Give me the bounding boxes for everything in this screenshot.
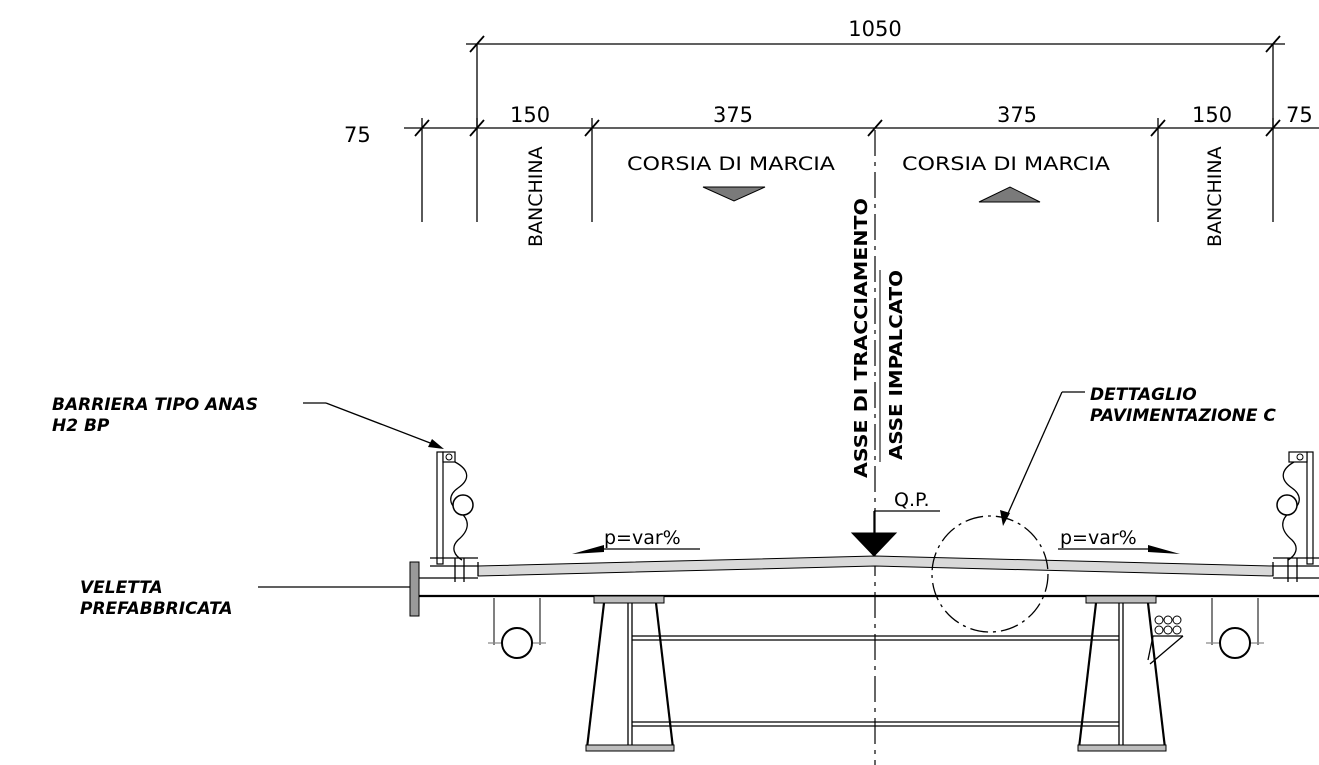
partial-dimensions: 75 150 375 375 150 75	[344, 103, 1319, 222]
axis-tracing-label: ASSE DI TRACCIAMENTO	[851, 198, 872, 478]
callout-detail: DETTAGLIO PAVIMENTAZIONE C	[1000, 385, 1276, 526]
pipe-left	[488, 598, 546, 659]
dim-right-edge: 75	[1286, 103, 1313, 127]
dim-total: 1050	[848, 17, 901, 41]
girder-right	[1077, 595, 1167, 752]
lane-left-label: CORSIA DI MARCIA	[627, 153, 835, 175]
overall-dimension: 1050	[466, 17, 1285, 130]
slope-right-label: p=var%	[1060, 527, 1137, 549]
dim-left-edge: 75	[344, 123, 371, 147]
barrier-right	[1273, 451, 1319, 582]
dim-right-shoulder: 150	[1192, 103, 1232, 127]
lane-labels: BANCHINA BANCHINA CORSIA DI MARCIA CORSI…	[525, 146, 1226, 247]
detail-callout-line2: PAVIMENTAZIONE C	[1090, 406, 1276, 426]
deck-slab	[417, 555, 1319, 598]
slope-indicators: p=var% p=var%	[572, 527, 1180, 554]
slope-left-label: p=var%	[604, 527, 681, 549]
veletta-callout-line1: VELETTA	[80, 578, 163, 598]
lane-right-label: CORSIA DI MARCIA	[902, 153, 1110, 175]
qp-marker	[850, 532, 898, 557]
veletta-panel	[409, 561, 420, 617]
detail-circle	[931, 515, 1049, 633]
lane-left-direction-arrow	[702, 186, 766, 202]
lane-right-direction-arrow	[978, 186, 1041, 203]
detail-callout-line1: DETTAGLIO	[1090, 385, 1197, 405]
cable-tray	[1147, 615, 1184, 665]
cross-bracing	[632, 635, 1119, 727]
callout-veletta: VELETTA PREFABBRICATA	[80, 578, 410, 619]
qp-label: Q.P.	[894, 489, 930, 511]
axis-deck-label: ASSE IMPALCATO	[886, 270, 907, 460]
shoulder-right-label: BANCHINA	[1204, 146, 1226, 247]
girder-left	[585, 595, 675, 752]
dim-left-shoulder: 150	[510, 103, 550, 127]
dim-left-lane: 375	[713, 103, 753, 127]
slope-left-arrow	[572, 545, 604, 554]
dim-right-lane: 375	[997, 103, 1037, 127]
center-axis: ASSE DI TRACCIAMENTO ASSE IMPALCATO Q.P.	[850, 130, 940, 765]
barrier-callout-line2: H2 BP	[52, 416, 110, 436]
shoulder-left-label: BANCHINA	[525, 146, 547, 247]
pipe-right	[1206, 598, 1264, 659]
slope-right-arrow	[1148, 545, 1180, 554]
barrier-left	[430, 451, 478, 582]
callout-barrier: BARRIERA TIPO ANAS H2 BP	[52, 395, 444, 449]
barrier-callout-line1: BARRIERA TIPO ANAS	[52, 395, 258, 415]
veletta-callout-line2: PREFABBRICATA	[80, 599, 233, 619]
